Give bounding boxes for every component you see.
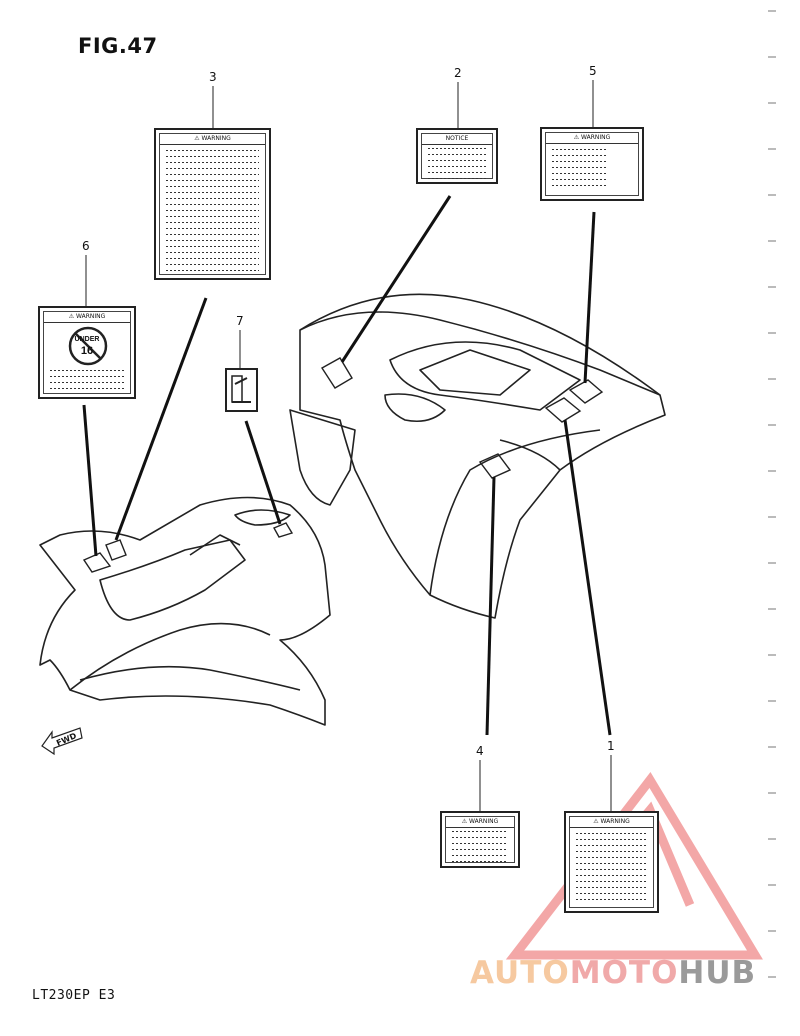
leader-4 [485,476,496,736]
warning-label-1: ⚠ WARNING [564,811,659,913]
rear-fender-lower [429,429,601,596]
rear-fender-outline [299,293,666,619]
watermark-text: AUTOMOTOHUB [470,955,757,991]
sticker-spot-2 [321,357,353,389]
warning-triangle-icon: ⚠ [194,135,202,142]
leader-7 [244,420,282,525]
rear-fender-rack [389,341,581,411]
leader-2 [340,195,452,363]
rear-fender-rack-inner [419,349,531,396]
callout-2: 2 [454,66,462,80]
front-fender-dash [189,534,241,556]
sticker-spot-3 [105,539,127,561]
callout-3: 3 [209,70,217,84]
sticker-spot-1 [544,397,582,423]
callout-5: 5 [589,64,597,78]
warning-label-4-header: ⚠ WARNING [446,817,514,828]
warning-label-5: ⚠ WARNING [540,127,644,201]
scan-edge-marks [768,10,776,1010]
warning-triangle-icon: ⚠ [573,134,581,141]
front-fender-cap [234,509,291,526]
callout-4: 4 [476,744,484,758]
leader-1 [563,419,612,736]
pictogram-label-7 [225,368,258,412]
warning-label-6-header: ⚠ WARNING [44,312,130,323]
lever-pictogram-icon [231,375,251,403]
front-fender-outline [39,496,331,726]
rear-fender-top [299,311,661,396]
warning-label-6: ⚠ WARNING UNDER 16 [38,306,136,399]
notice-label-2: NOTICE [416,128,498,184]
no-under-16-icon [68,326,108,366]
figure-title: FIG.47 [78,34,158,58]
callout-6: 6 [82,239,90,253]
warning-label-3: ⚠ WARNING [154,128,271,280]
warning-triangle-icon: ⚠ [68,313,76,320]
leader-3 [114,297,208,541]
callout-1: 1 [607,739,615,753]
warning-triangle-icon: ⚠ [593,818,601,825]
fwd-arrow-shape [41,727,83,756]
model-code: LT230EP E3 [32,988,116,1003]
warning-triangle-icon: ⚠ [461,818,469,825]
sticker-spot-5 [568,379,604,404]
rear-fender-seat-cut [384,393,446,423]
under-text: UNDER [74,336,100,343]
front-fender-ridge [79,665,301,691]
warning-label-5-header: ⚠ WARNING [546,133,638,144]
front-fender-tank-cut [99,539,246,621]
sticker-spot-7 [273,522,294,538]
leader-5 [583,211,596,384]
warning-label-4: ⚠ WARNING [440,811,520,868]
warning-label-1-header: ⚠ WARNING [570,817,653,828]
age-text: 16 [80,345,94,357]
front-fender-inner [69,622,271,691]
sticker-spot-4 [478,453,512,479]
leader-6 [82,404,98,557]
callout-7: 7 [236,314,244,328]
warning-label-3-header: ⚠ WARNING [160,134,265,145]
notice-label-2-header: NOTICE [422,134,492,145]
rear-fender-left-flap [289,409,356,506]
rear-fender-crease [499,439,561,471]
